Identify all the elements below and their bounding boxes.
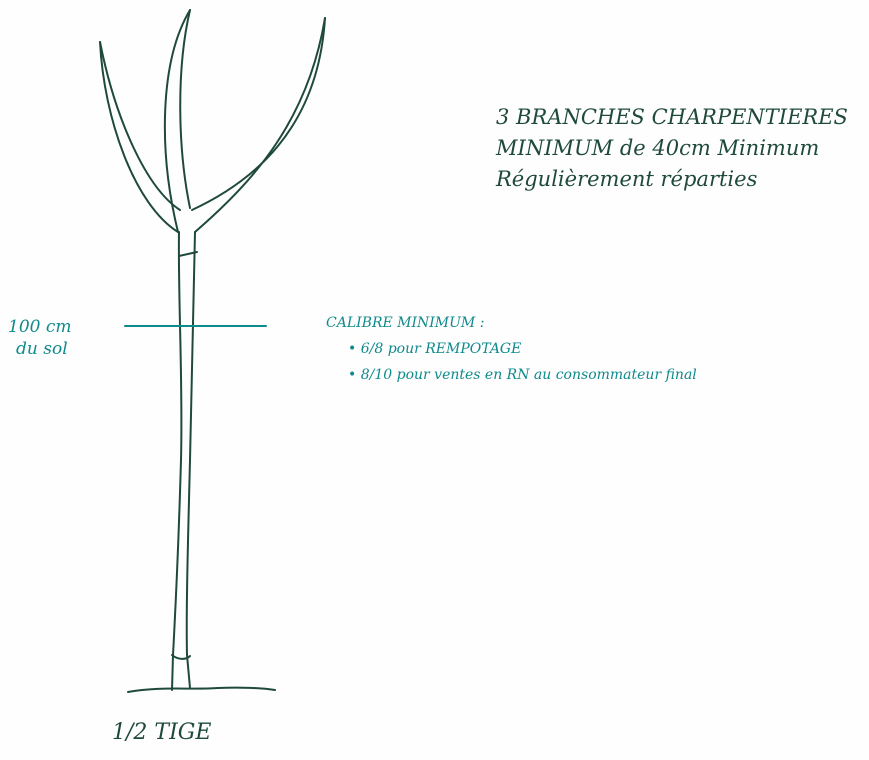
structure-note-line: 3 BRANCHES CHARPENTIERES — [496, 102, 848, 133]
calibre-item: 8/10 pour ventes en RN au consommateur f… — [326, 362, 697, 388]
calibre-note: CALIBRE MINIMUM : 6/8 pour REMPOTAGE 8/1… — [326, 310, 697, 388]
trunk-right — [187, 232, 195, 688]
center-branch — [165, 10, 190, 232]
left-branch — [100, 42, 178, 232]
right-branch — [192, 18, 325, 210]
calibre-heading: CALIBRE MINIMUM : — [326, 310, 697, 336]
center-branch-inner — [180, 10, 190, 208]
calibre-item: 6/8 pour REMPOTAGE — [326, 336, 697, 362]
structure-note-line: Régulièrement réparties — [496, 164, 848, 195]
height-label-line: du sol — [8, 338, 72, 360]
structure-note: 3 BRANCHES CHARPENTIERES MINIMUM de 40cm… — [496, 102, 848, 195]
right-branch-inner — [195, 18, 325, 232]
height-label: 100 cm du sol — [8, 316, 72, 360]
height-label-line: 100 cm — [8, 316, 72, 338]
tree-caption: 1/2 TIGE — [112, 718, 211, 748]
ground-line — [128, 688, 275, 692]
structure-note-line: MINIMUM de 40cm Minimum — [496, 133, 848, 164]
trunk-left — [172, 232, 181, 690]
